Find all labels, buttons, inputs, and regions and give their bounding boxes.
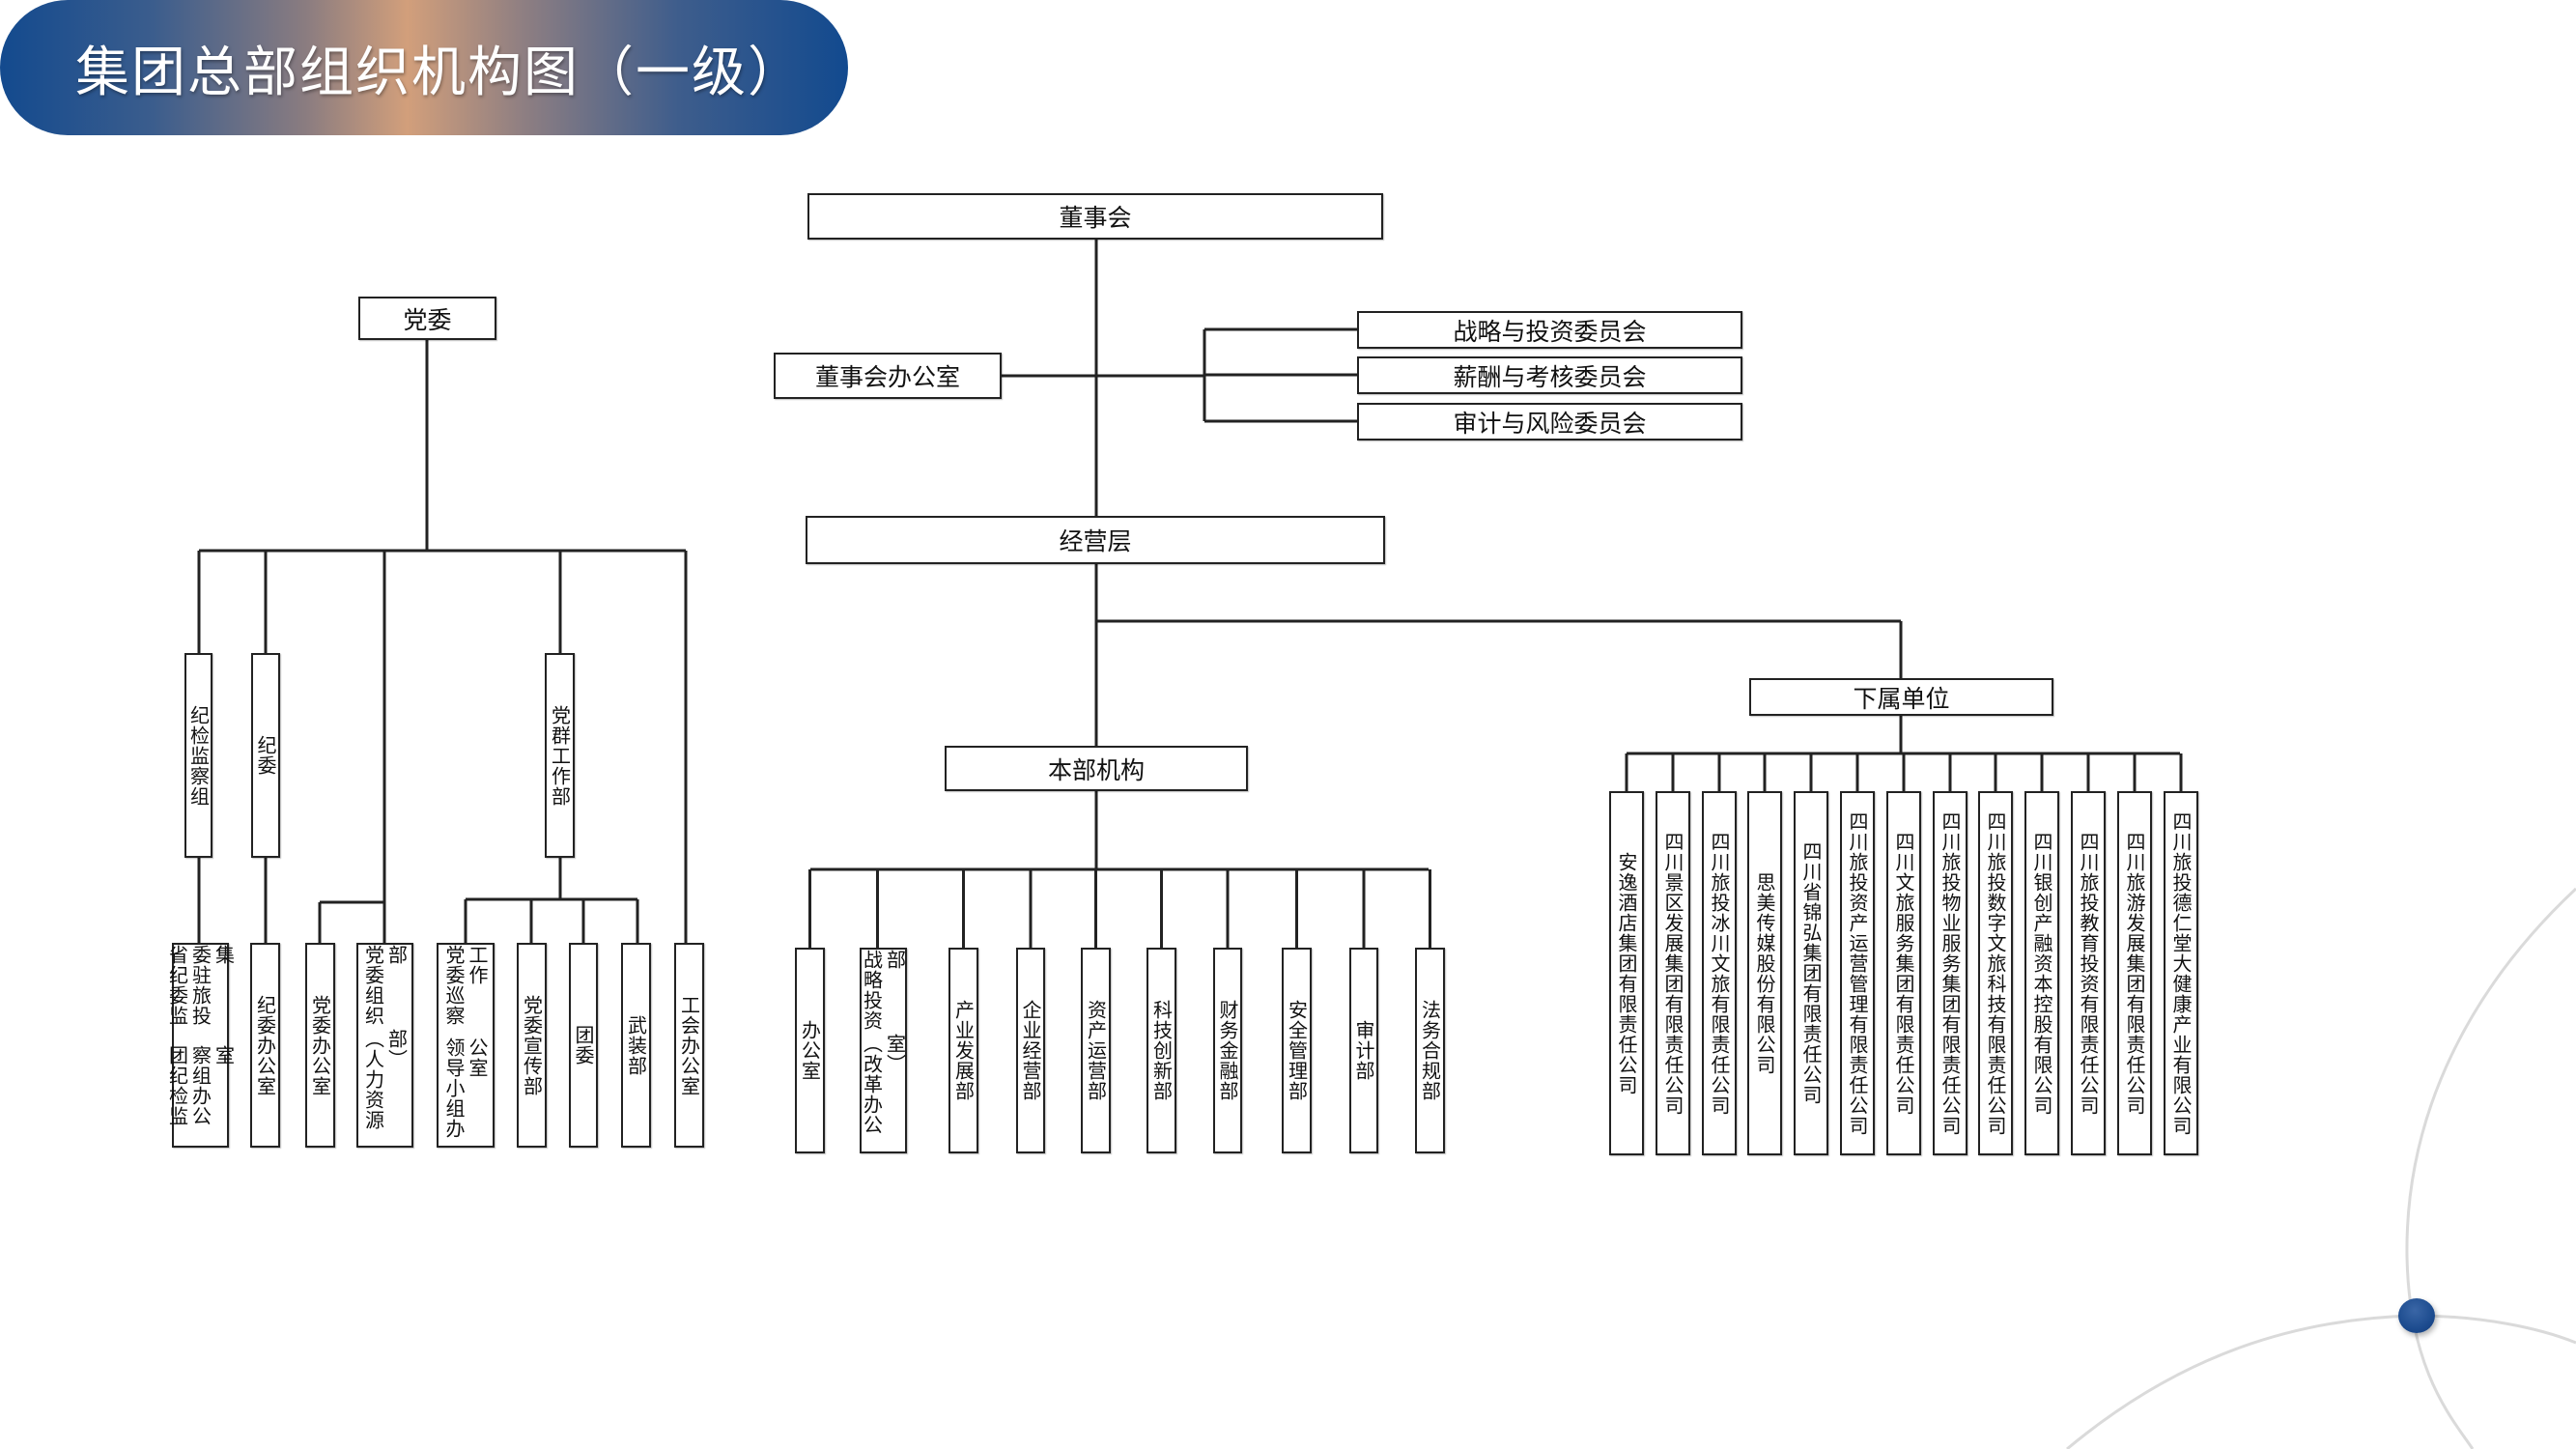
board-box[interactable]: 董事会 [807, 193, 1383, 240]
party-level1-box[interactable]: 纪委 [251, 653, 280, 858]
box-text-column: 党委组织部 [361, 945, 409, 1026]
party-level2-box[interactable]: 党委巡察工作领导小组办公室 [437, 943, 495, 1148]
party-level2-box[interactable]: 党委办公室 [305, 943, 335, 1148]
subsidiary-company-box[interactable]: 四川景区发展集团有限责任公司 [1656, 791, 1690, 1155]
management-box[interactable]: 经营层 [806, 516, 1385, 564]
subsidiary-company-box[interactable]: 四川文旅服务集团有限责任公司 [1886, 791, 1921, 1155]
board-office-box[interactable]: 董事会办公室 [774, 353, 1002, 399]
party-level2-box[interactable]: 纪委办公室 [250, 943, 280, 1148]
headquarters-department-box[interactable]: 战略投资部（改革办公室） [860, 948, 907, 1153]
headquarters-department-box[interactable]: 安全管理部 [1282, 948, 1312, 1153]
party-level1-box[interactable]: 纪检监察组 [184, 653, 212, 858]
box-text-column: （改革办公室） [860, 1034, 907, 1136]
party-committee-box[interactable]: 党委 [358, 297, 496, 340]
subsidiaries-box[interactable]: 下属单位 [1749, 678, 2053, 716]
decorative-arc-2 [2066, 1314, 2576, 1449]
headquarters-department-box[interactable]: 法务合规部 [1415, 948, 1445, 1153]
page-title: 集团总部组织机构图（一级） [75, 42, 804, 104]
party-level2-box[interactable]: 党委组织部（人力资源部） [356, 943, 413, 1148]
headquarters-department-box[interactable]: 办公室 [795, 948, 825, 1153]
decorative-dot [2398, 1298, 2435, 1333]
subsidiary-company-box[interactable]: 四川旅投数字文旅科技有限责任公司 [1978, 791, 2013, 1155]
decorative-arc-1 [2405, 887, 2576, 1449]
headquarters-department-box[interactable]: 产业发展部 [948, 948, 978, 1153]
subsidiary-company-box[interactable]: 思美传媒股份有限公司 [1747, 791, 1782, 1155]
headquarters-department-box[interactable]: 企业经营部 [1016, 948, 1045, 1153]
headquarters-department-box[interactable]: 财务金融部 [1213, 948, 1242, 1153]
box-text-column: 领导小组办公室 [442, 1037, 489, 1139]
party-level2-box[interactable]: 工会办公室 [674, 943, 704, 1148]
party-level2-box[interactable]: 党委宣传部 [517, 943, 547, 1148]
party-level1-box[interactable]: 党群工作部 [545, 653, 575, 858]
subsidiary-company-box[interactable]: 四川旅游发展集团有限责任公司 [2117, 791, 2152, 1155]
subsidiary-company-box[interactable]: 安逸酒店集团有限责任公司 [1609, 791, 1644, 1155]
party-level2-box[interactable]: 武装部 [621, 943, 651, 1148]
committee-audit-box[interactable]: 审计与风险委员会 [1357, 403, 1742, 440]
party-level2-box[interactable]: 团委 [569, 943, 598, 1148]
headquarters-box[interactable]: 本部机构 [945, 746, 1248, 791]
subsidiary-company-box[interactable]: 四川旅投德仁堂大健康产业有限公司 [2164, 791, 2198, 1155]
headquarters-department-box[interactable]: 资产运营部 [1081, 948, 1111, 1153]
party-level2-box[interactable]: 省纪委监委驻旅投集团纪检监察组办公室 [166, 943, 236, 1148]
committee-compensation-box[interactable]: 薪酬与考核委员会 [1357, 356, 1742, 394]
headquarters-department-box[interactable]: 科技创新部 [1146, 948, 1176, 1153]
subsidiary-company-box[interactable]: 四川省锦弘集团有限责任公司 [1794, 791, 1828, 1155]
subsidiary-company-box[interactable]: 四川旅投物业服务集团有限责任公司 [1933, 791, 1967, 1155]
committee-strategy-box[interactable]: 战略与投资委员会 [1357, 311, 1742, 349]
title-banner: 集团总部组织机构图（一级） [0, 0, 848, 135]
box-text-column: （人力资源部） [361, 1028, 409, 1130]
box-text-column: 团纪检监察组办公室 [165, 1045, 236, 1126]
subsidiary-company-box[interactable]: 四川旅投教育投资有限责任公司 [2071, 791, 2106, 1155]
subsidiary-company-box[interactable]: 四川银创产融资本控股有限公司 [2024, 791, 2059, 1155]
box-text-column: 战略投资部 [860, 950, 907, 1031]
box-text-column: 省纪委监委驻旅投集 [165, 945, 236, 1026]
subsidiary-company-box[interactable]: 四川旅投资产运营管理有限责任公司 [1840, 791, 1875, 1155]
subsidiary-company-box[interactable]: 四川旅投冰川文旅有限责任公司 [1702, 791, 1737, 1155]
box-text-column: 党委巡察工作 [442, 945, 489, 1026]
headquarters-department-box[interactable]: 审计部 [1349, 948, 1378, 1153]
